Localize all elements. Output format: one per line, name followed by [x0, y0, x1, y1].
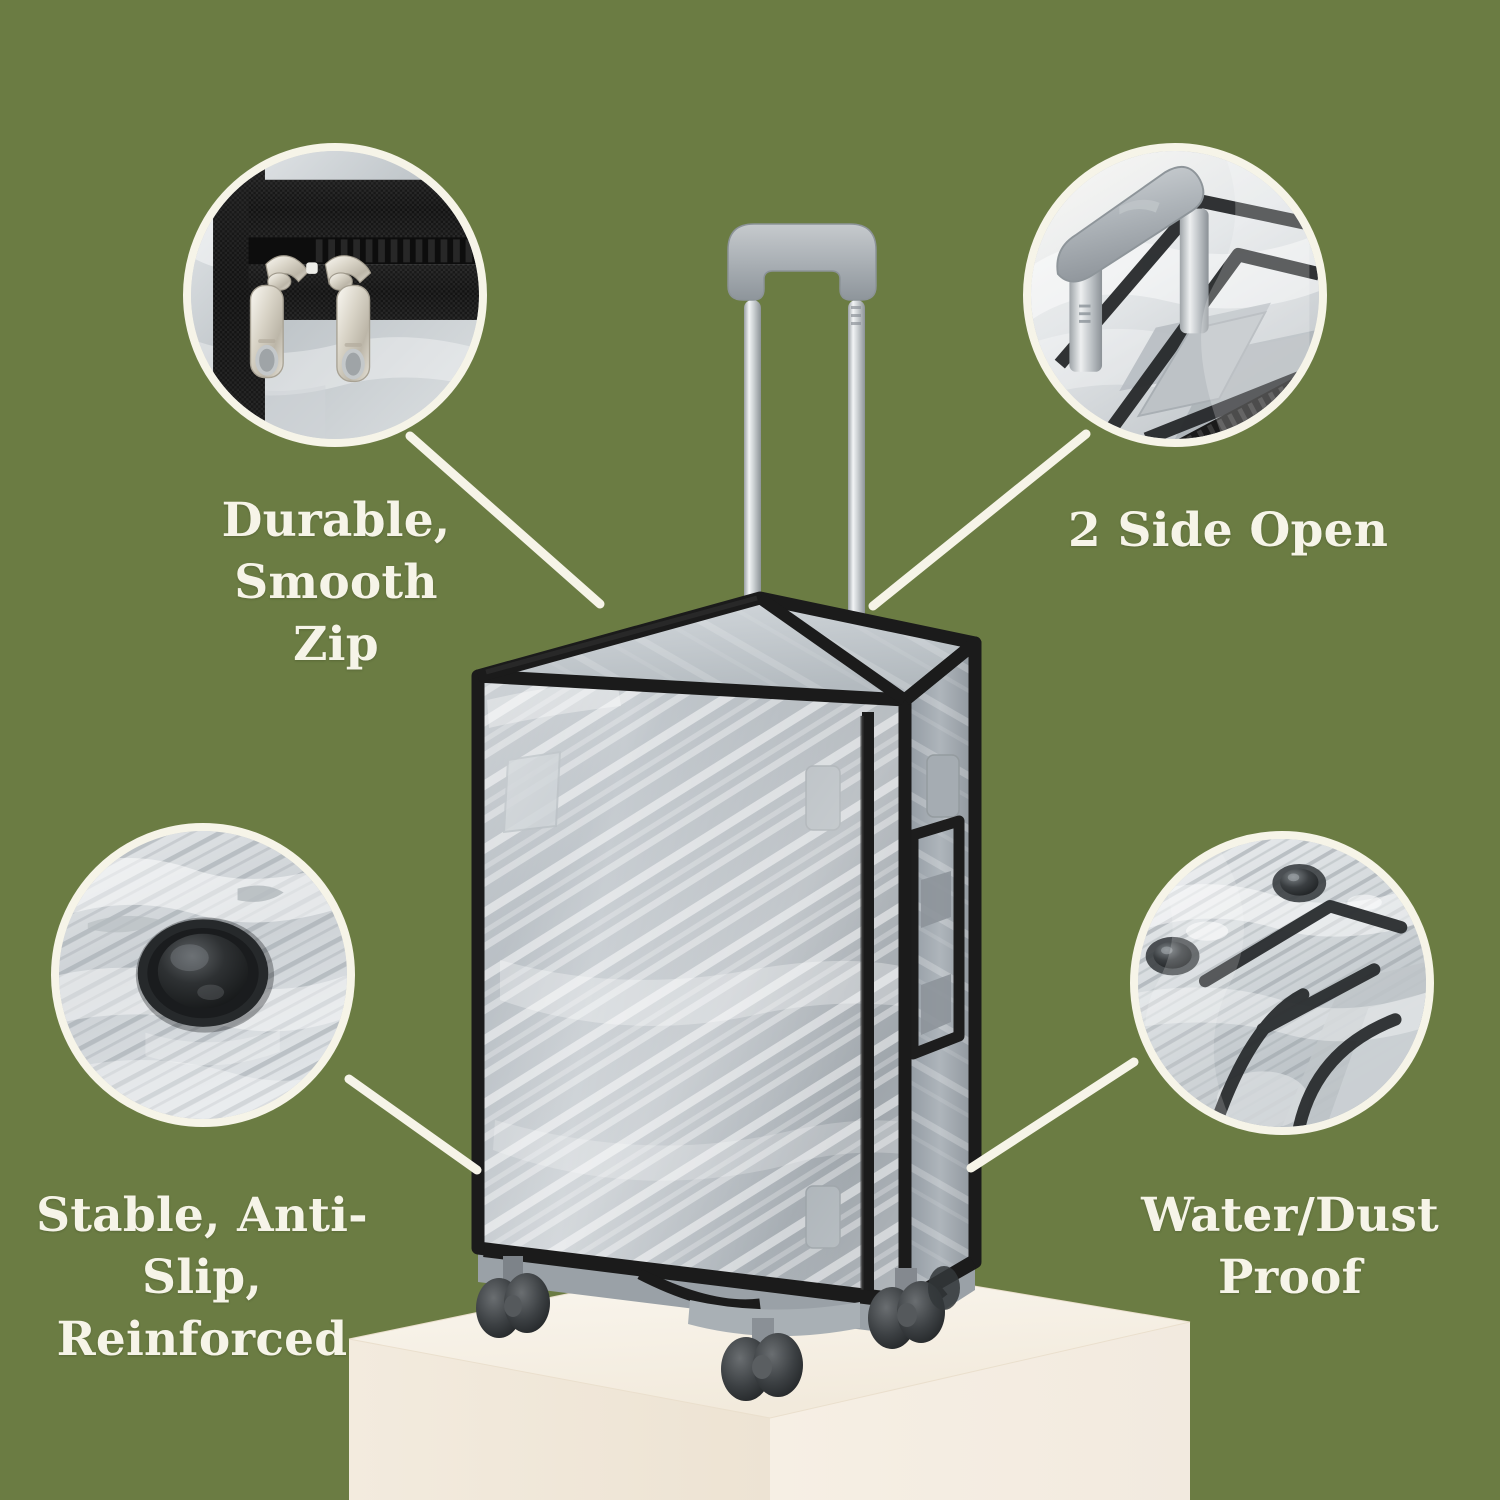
feature-label-two-side-open: 2 Side Open — [1068, 503, 1389, 558]
spinner-wheels — [476, 1256, 960, 1401]
feature-label-stable-anti-slip: Stable, Anti-Slip, Reinforced — [36, 1188, 368, 1368]
zipper-closeup-image — [191, 151, 479, 439]
inset-stable-anti-slip — [51, 823, 355, 1127]
telescopic-handle-detail — [1056, 165, 1209, 372]
inset-two-side-open — [1023, 143, 1327, 447]
rubber-stud — [1272, 863, 1327, 903]
rubber-stud — [1145, 936, 1200, 976]
top-opening-closeup-image — [1031, 151, 1319, 439]
feature-label-water-dust-proof: Water/Dust Proof — [1141, 1188, 1439, 1306]
feature-label-durable-smooth-zip: Durable, Smooth Zip — [221, 493, 451, 673]
anti-slip-stud-closeup-image — [59, 831, 347, 1119]
zipper-pull-left — [249, 255, 309, 379]
waterproof-corner-closeup-image — [1138, 839, 1426, 1127]
suitcase-with-clear-cover — [471, 591, 982, 1337]
inset-water-dust-proof — [1130, 831, 1434, 1135]
inset-durable-smooth-zip — [183, 143, 487, 447]
zipper-pull-right — [324, 255, 372, 383]
trolley-handle — [727, 223, 877, 700]
